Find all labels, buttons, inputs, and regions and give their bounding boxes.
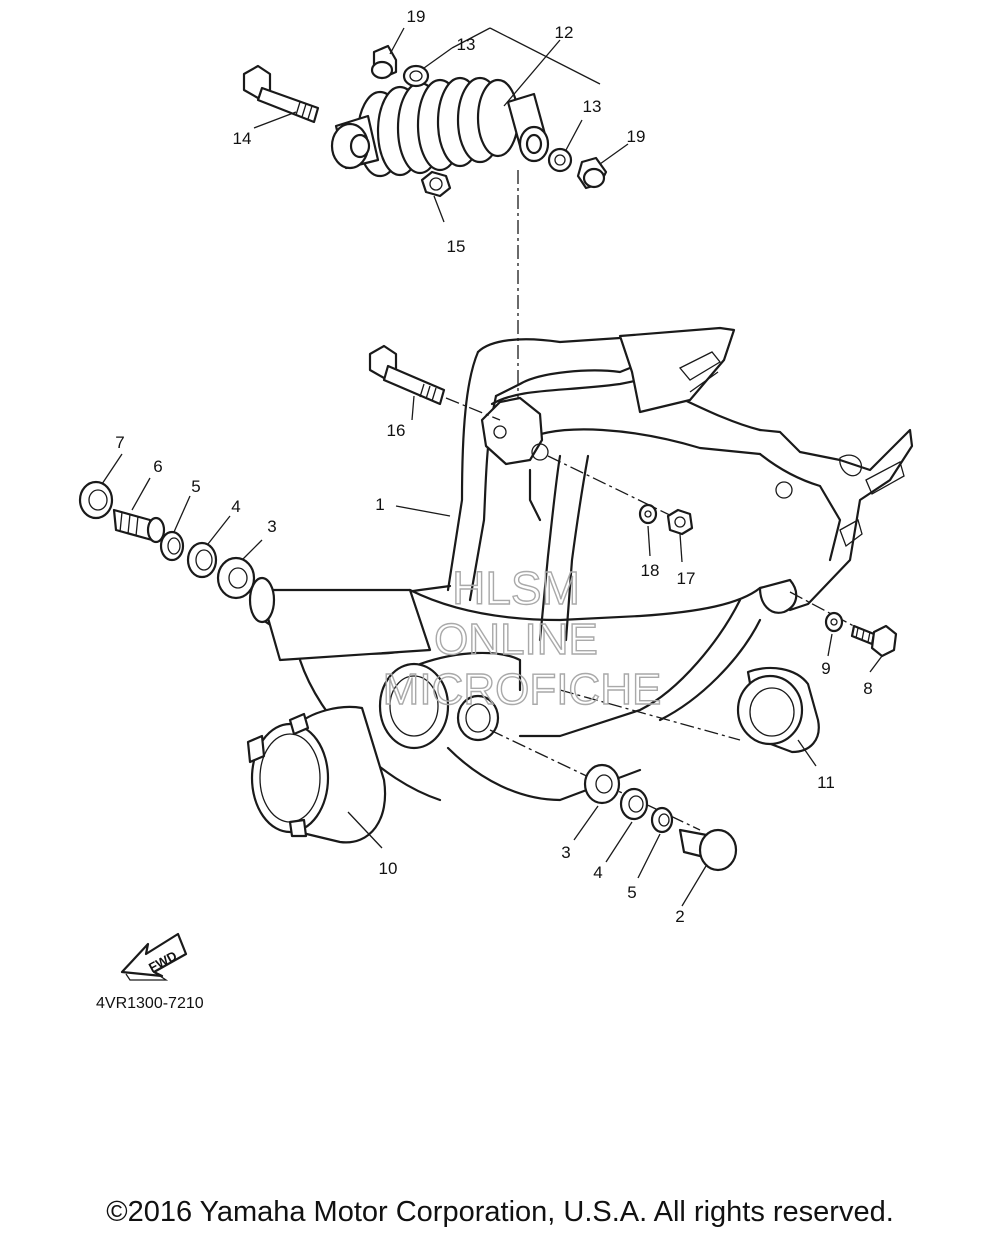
pivot-shaft-6 [112, 508, 166, 544]
watermark: HLSM ONLINE MICROFICHE [382, 561, 662, 714]
callout-6: 6 [153, 457, 162, 476]
callout-15: 15 [447, 237, 466, 256]
oil-seal-top-left [402, 64, 430, 88]
callout-16: 16 [387, 421, 406, 440]
pivot-nut-7 [78, 480, 114, 520]
callout-17: 17 [677, 569, 696, 588]
collar-4-left [186, 541, 218, 579]
callout-11: 11 [817, 773, 835, 792]
callout-13a: 13 [457, 35, 476, 54]
callout-19a: 19 [407, 7, 426, 26]
washer-18 [638, 503, 658, 525]
callout-14: 14 [233, 129, 252, 148]
callout-5a: 5 [191, 477, 200, 496]
copyright-notice: ©2016 Yamaha Motor Corporation, U.S.A. A… [106, 1196, 894, 1228]
callout-3a: 3 [267, 517, 276, 536]
callout-1: 1 [375, 495, 384, 514]
callout-5b: 5 [627, 883, 636, 902]
washer-9 [824, 611, 844, 633]
callout-2: 2 [675, 907, 684, 926]
rear-arm [248, 326, 914, 802]
cap-11 [736, 666, 820, 754]
nut-17 [666, 508, 694, 536]
collar-top-right [576, 156, 608, 190]
callout-18: 18 [641, 561, 660, 580]
oil-seal-5-left [159, 530, 185, 562]
bolt-8 [850, 624, 898, 658]
callouts: 19 13 12 13 19 14 15 16 7 6 5 4 3 1 18 1… [115, 7, 872, 926]
bearing-3-left [216, 556, 256, 600]
collar-4-right [619, 787, 649, 821]
svg-text:ONLINE: ONLINE [434, 615, 598, 664]
dust-cover-10 [246, 705, 387, 844]
leader-lines [101, 27, 883, 907]
callout-4b: 4 [593, 863, 602, 882]
callout-7: 7 [115, 433, 124, 452]
shock-lower-bolt [242, 64, 320, 124]
rear-shock-absorber [330, 76, 550, 178]
diagram-code: 4VR1300-7210 [96, 995, 204, 1012]
pivot-shaft-2 [678, 828, 738, 872]
callout-10: 10 [379, 859, 398, 878]
callout-19b: 19 [627, 127, 646, 146]
callout-12: 12 [555, 23, 574, 42]
callout-3b: 3 [561, 843, 570, 862]
callout-9: 9 [821, 659, 830, 678]
svg-text:MICROFICHE: MICROFICHE [383, 665, 662, 714]
callout-8: 8 [863, 679, 872, 698]
forward-arrow-icon: FWD [120, 932, 188, 981]
callout-4a: 4 [231, 497, 240, 516]
bearing-3-right [583, 763, 621, 805]
svg-text:HLSM: HLSM [452, 562, 580, 614]
shock-lower-nut [420, 170, 452, 198]
callout-13b: 13 [583, 97, 602, 116]
oil-seal-top-right [547, 147, 573, 173]
shock-upper-bolt [368, 344, 446, 406]
oil-seal-5-right [650, 806, 674, 834]
